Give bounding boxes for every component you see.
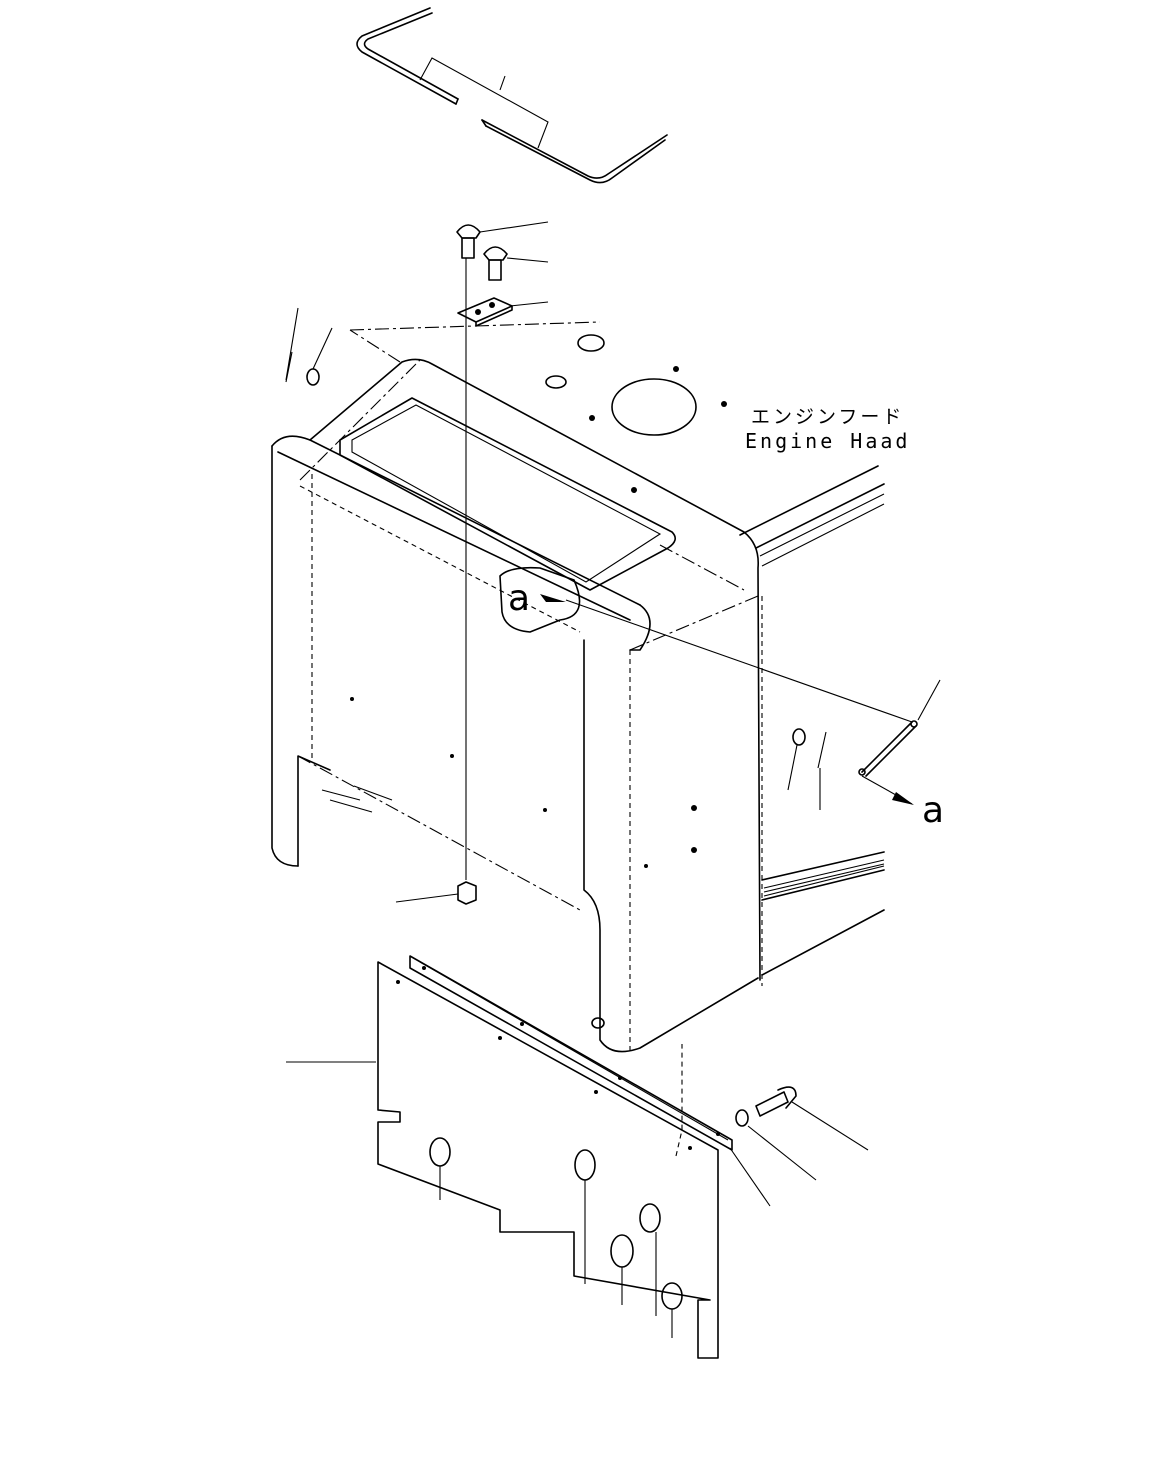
engine-hood-label-en: Engine Haad xyxy=(745,429,911,453)
bolt-icon xyxy=(755,1086,869,1151)
engine-hood-label-jp: エンジンフード xyxy=(751,406,905,428)
bolt-icon xyxy=(456,221,549,259)
detail-a-label: a xyxy=(508,578,531,619)
bolt-icon xyxy=(483,246,549,281)
nut-icon xyxy=(395,881,477,905)
view-direction-a-label: a xyxy=(922,790,945,831)
stay-rod-icon xyxy=(858,679,941,777)
washer-icon xyxy=(787,728,806,791)
view-direction-arrow xyxy=(861,775,914,805)
washer-icon xyxy=(735,1109,817,1181)
detail-a-callout xyxy=(499,566,913,723)
washer-icon xyxy=(306,327,333,386)
bracket-icon xyxy=(457,297,549,327)
engine-hood-body xyxy=(271,321,885,1053)
seal-strip-icon xyxy=(356,7,668,184)
cover-plate-icon xyxy=(286,955,733,1359)
